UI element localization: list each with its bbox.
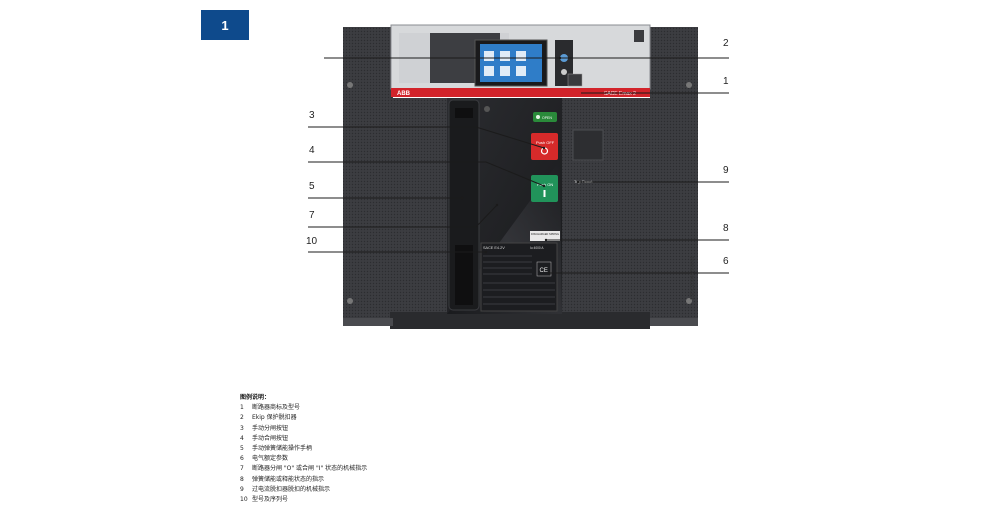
model-label: SACE Emax 2 [604,91,636,97]
svg-text:SACE E4.2V: SACE E4.2V [483,246,505,250]
ce-mark: CE [540,268,548,274]
svg-text:Push OFF: Push OFF [536,140,555,145]
legend-title: 图例说明： [240,394,271,401]
svg-text:Push ON: Push ON [537,182,553,187]
svg-text:DISCHARGED SPRING: DISCHARGED SPRING [531,232,559,236]
svg-text:Iu 4000 A: Iu 4000 A [530,246,544,250]
figure-number-badge: 1 [201,10,249,40]
callout-8: 8 [723,223,729,234]
callout-6: 6 [723,256,729,267]
svg-text:OPEN: OPEN [542,116,552,120]
trip-reset-indicator [572,129,604,161]
spring-status-indicator [530,231,560,241]
callout-1: 1 [723,76,729,87]
push-off-button[interactable] [531,133,558,160]
rating-plate [480,242,558,312]
callout-10: 10 [306,236,318,247]
callout-7: 7 [309,210,315,221]
right-side-panel [650,27,698,325]
brand-strip [391,88,650,97]
callout-3: 3 [309,110,315,121]
callout-9: 9 [723,165,729,176]
ready-indicator [533,112,557,122]
figure-code: 1SDC200482F0001 [690,255,696,300]
left-side-panel [343,27,393,325]
callout-2: 2 [723,38,729,49]
brand-logo: ABB [397,91,411,97]
callout-4: 4 [309,145,315,156]
callout-5: 5 [309,181,315,192]
circuit-breaker-illustration: ABB SACE Emax 2 OPEN Push OFF Push ON Tr… [308,24,729,329]
push-on-button[interactable] [531,175,558,202]
